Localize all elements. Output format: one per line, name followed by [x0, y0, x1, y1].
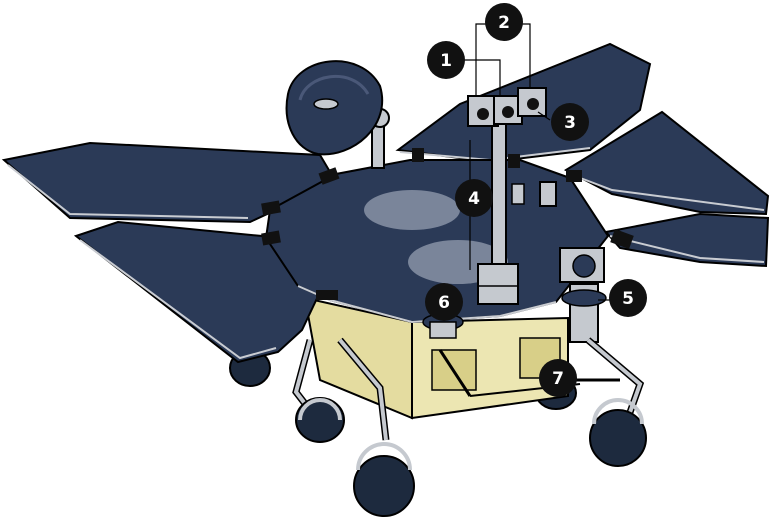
panel-hinges — [261, 148, 634, 300]
svg-text:6: 6 — [438, 293, 450, 313]
solar-panel-right-upper — [563, 110, 770, 216]
callout-7: 7 — [539, 359, 577, 397]
solar-panel-right-lower — [604, 212, 770, 268]
svg-text:2: 2 — [498, 13, 510, 33]
svg-text:1: 1 — [440, 51, 452, 71]
callout-1: 1 — [427, 41, 465, 79]
wheel-front-left-2 — [353, 442, 415, 517]
wheel-front-left-1 — [295, 397, 345, 443]
sensor-module — [559, 247, 607, 343]
callout-3: 3 — [551, 103, 589, 141]
svg-text:7: 7 — [552, 369, 564, 389]
wheel-front-right — [589, 398, 647, 467]
svg-text:3: 3 — [564, 113, 576, 133]
callout-6: 6 — [425, 283, 463, 321]
callout-2: 2 — [485, 3, 523, 41]
svg-text:5: 5 — [622, 289, 634, 309]
solar-panel-left-lower — [73, 220, 322, 364]
camera-mast — [467, 87, 557, 305]
callout-5: 5 — [609, 279, 647, 317]
dish-antenna — [285, 60, 390, 169]
callout-4: 4 — [455, 179, 493, 217]
svg-text:4: 4 — [468, 189, 480, 209]
